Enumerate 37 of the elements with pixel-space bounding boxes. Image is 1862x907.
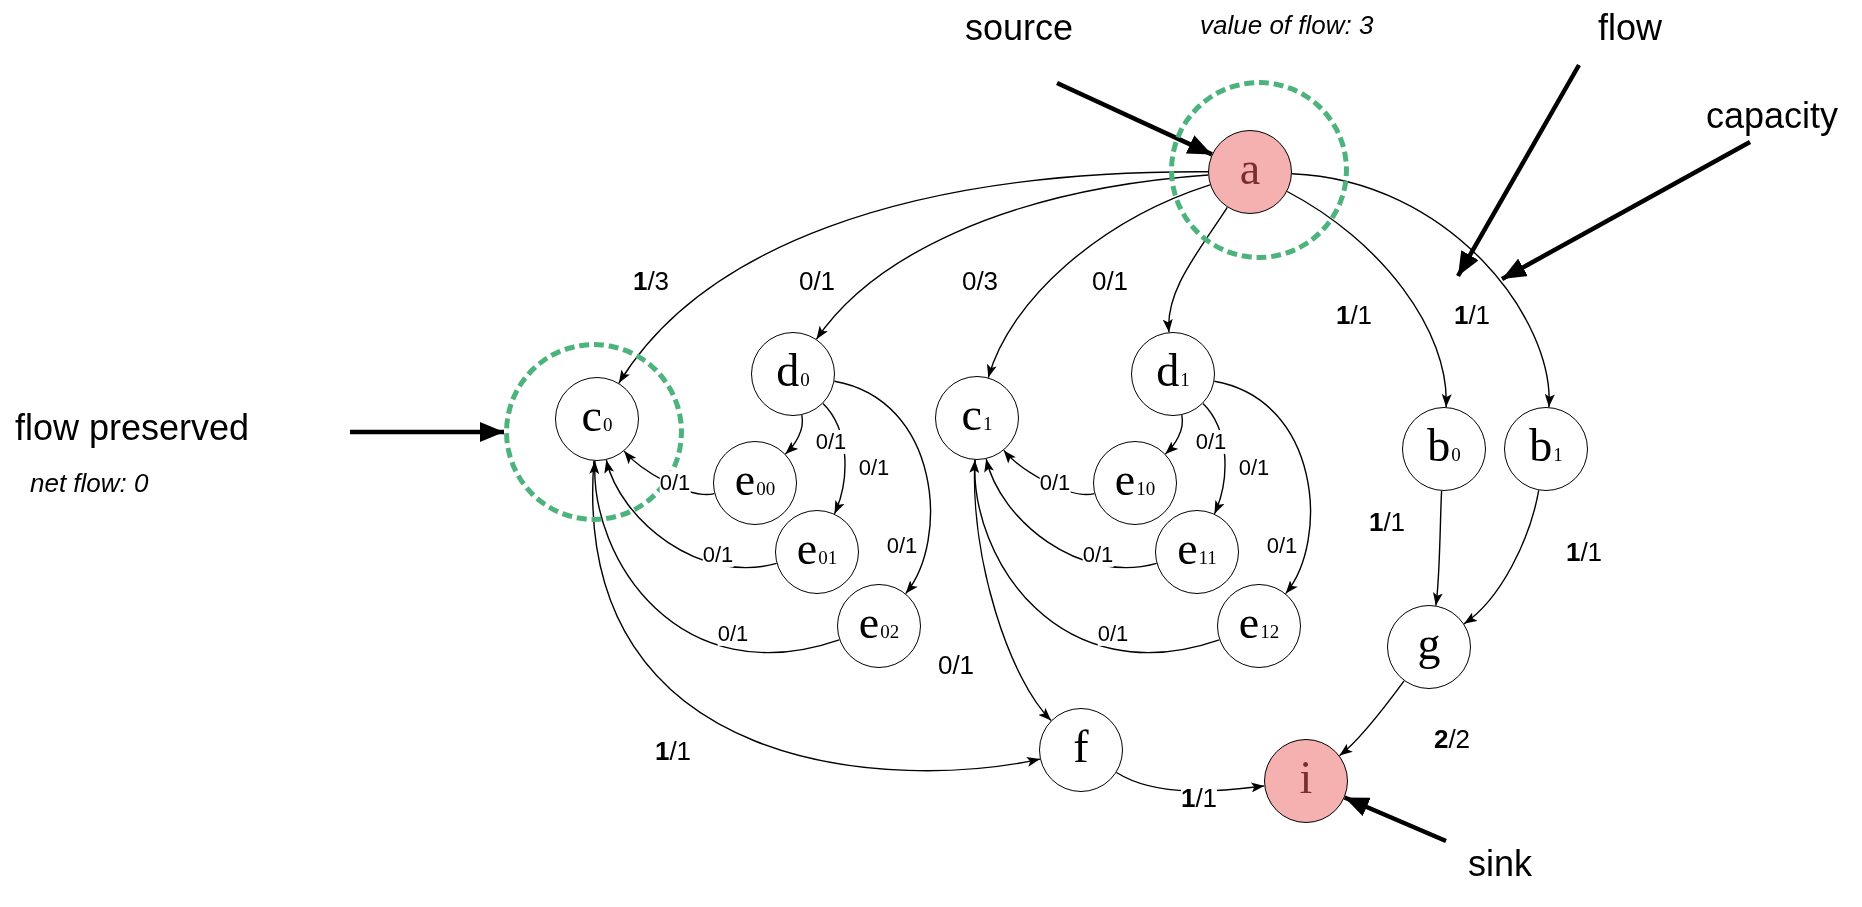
note-text: value of flow: 3 bbox=[1200, 10, 1374, 41]
dashed-circle bbox=[1169, 80, 1349, 260]
leader-line bbox=[1456, 63, 1581, 278]
arrow bbox=[987, 184, 1211, 379]
arrow bbox=[1286, 190, 1451, 408]
arrow bbox=[1463, 489, 1540, 625]
annotation-label: flow bbox=[1598, 6, 1663, 50]
edge-label: 0/1 bbox=[659, 470, 691, 496]
leader-line bbox=[1343, 795, 1447, 844]
arrow bbox=[973, 459, 1052, 722]
annotation-label: source bbox=[965, 6, 1074, 50]
edge-label: 0/1 bbox=[1195, 429, 1227, 455]
note-text: net flow: 0 bbox=[30, 468, 149, 499]
annotation-label: sink bbox=[1468, 842, 1533, 886]
arrow bbox=[970, 459, 1220, 654]
leader-line bbox=[1056, 80, 1213, 157]
vertex-circle: g bbox=[1387, 605, 1471, 689]
arrow bbox=[1213, 380, 1312, 595]
annotation-label: capacity bbox=[1706, 94, 1839, 138]
arrow bbox=[833, 380, 932, 595]
arrow bbox=[784, 414, 804, 455]
vertex-circle: i bbox=[1264, 739, 1348, 823]
arrow bbox=[1432, 490, 1443, 607]
leader-line bbox=[350, 422, 504, 442]
arrow bbox=[593, 460, 1041, 772]
arrow bbox=[1291, 173, 1554, 408]
arrow bbox=[1338, 680, 1405, 757]
arrow bbox=[618, 171, 1209, 384]
arrow bbox=[1164, 414, 1184, 455]
vertex-circle: a bbox=[1208, 130, 1292, 214]
arrow bbox=[1163, 206, 1228, 333]
edge-label: 0/1 bbox=[815, 429, 847, 455]
annotation-label: flow preserved bbox=[15, 406, 250, 450]
arrow bbox=[590, 460, 840, 654]
leader-line bbox=[1500, 140, 1752, 281]
vertex-circle: f bbox=[1039, 708, 1123, 792]
arrow bbox=[815, 174, 1209, 340]
